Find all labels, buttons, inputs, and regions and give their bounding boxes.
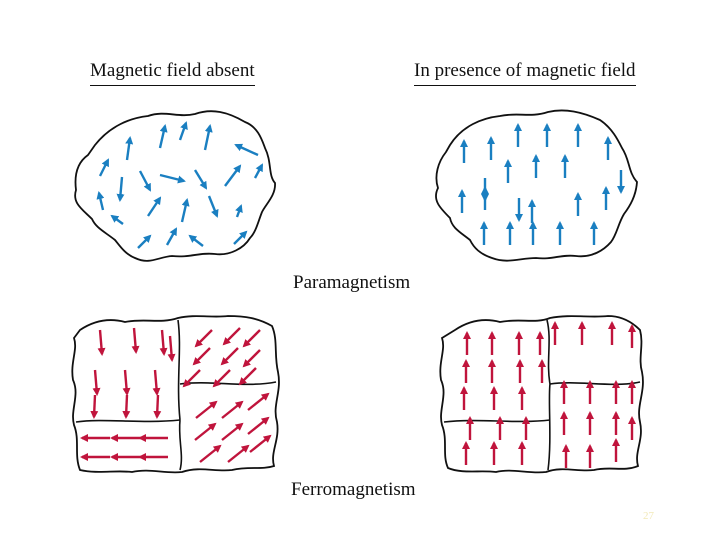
ferro-present-domain-wall-v2: [548, 384, 550, 470]
domain-arrow-diag-up: [248, 394, 268, 410]
domain-arrow-diag-up: [228, 446, 248, 462]
paramagnetic-random-arrow: [112, 216, 123, 224]
paramagnetic-random-arrow: [127, 138, 130, 160]
domain-arrow-diag-up: [195, 424, 215, 440]
paramagnetic-random-arrow: [182, 200, 187, 222]
paramagnetic-random-arrow: [234, 232, 246, 244]
domain-arrow-diag-down: [240, 368, 256, 384]
paramagnetic-random-arrow: [225, 166, 240, 186]
domain-arrow-down: [170, 336, 172, 360]
paramagnetic-random-arrow: [180, 123, 186, 140]
ferro-absent-domain-wall-v2: [180, 420, 182, 470]
domain-arrow-diag-up: [222, 402, 242, 418]
domain-arrow-diag-down: [224, 328, 240, 344]
paramagnetic-random-arrow: [195, 170, 206, 188]
paramagnetic-random-arrow: [236, 145, 258, 155]
paramagnetic-random-arrow: [148, 198, 160, 216]
domain-arrow-down: [162, 330, 164, 354]
domain-arrow-diag-up: [248, 418, 268, 434]
paramagnetic-random-arrow: [138, 236, 150, 248]
domain-arrow-diag-down: [244, 350, 260, 366]
domain-arrow-diag-down: [194, 348, 210, 364]
paramagnetic-random-arrow: [205, 126, 210, 150]
paramagnetic-random-arrow: [190, 236, 203, 246]
ferro-absent-outline: [72, 316, 279, 472]
paramagnetic-random-arrow: [140, 171, 150, 190]
domain-arrow-diag-up: [222, 424, 242, 440]
ferro-present-domain-wall-h2: [444, 420, 550, 422]
ferro-absent-domain-wall-h2: [180, 382, 276, 384]
domain-arrow-down: [125, 370, 127, 394]
paramagnetic-random-arrow: [160, 126, 165, 148]
domain-arrow-diag-down: [196, 330, 212, 346]
domain-arrow-down: [94, 395, 95, 417]
domain-arrow-diag-up: [250, 436, 270, 452]
domain-arrow-down: [134, 328, 136, 352]
domain-arrow-diag-down: [244, 330, 260, 346]
paramagnetic-random-arrow: [255, 165, 262, 178]
domain-arrow-down: [95, 370, 97, 394]
paramagnetic-random-arrow: [160, 175, 184, 181]
domain-arrow-down: [100, 330, 102, 354]
ferro-absent-domain-wall-h: [76, 420, 180, 422]
domain-arrow-down: [155, 370, 157, 394]
domain-arrow-down: [157, 395, 158, 417]
paramagnetic-random-arrow: [120, 177, 122, 200]
para-absent-outline: [75, 111, 275, 261]
paramagnetic-random-arrow: [209, 196, 217, 216]
ferro-present-domain-wall-v1: [547, 320, 550, 384]
domain-arrow-down: [126, 395, 127, 417]
paramagnetic-random-arrow: [99, 193, 103, 210]
domain-arrow-diag-up: [200, 446, 220, 462]
para-present-outline: [436, 110, 637, 260]
ferro-absent-domain-wall-v1: [178, 320, 180, 420]
paramagnetic-random-arrow: [237, 206, 241, 217]
paramagnetic-random-arrow: [100, 160, 108, 176]
paramagnetic-random-arrow: [167, 229, 176, 245]
domain-arrow-diag-up: [196, 402, 216, 418]
domain-arrow-diag-down: [222, 348, 238, 364]
